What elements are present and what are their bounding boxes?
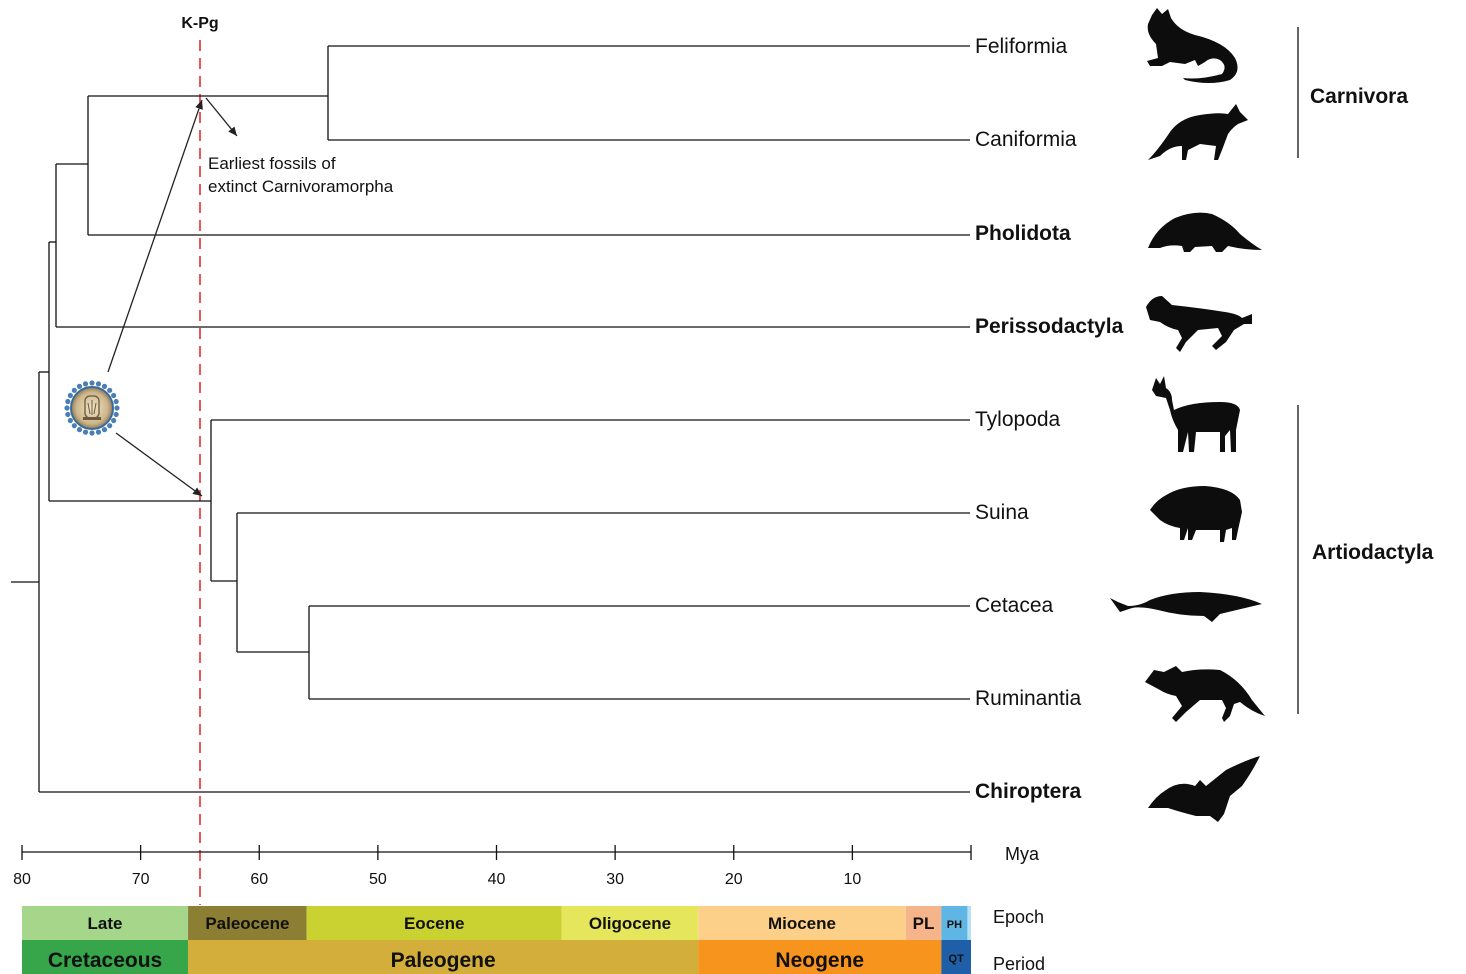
axis-tick-label: 80 bbox=[13, 871, 31, 888]
taxon-label-chiroptera: Chiroptera bbox=[975, 780, 1082, 803]
kpg-label: K-Pg bbox=[181, 15, 218, 32]
epoch-label: PL bbox=[913, 914, 935, 933]
arrow-fossil-pointer bbox=[206, 98, 237, 136]
arrow-virus-to-artiodactyla bbox=[116, 433, 202, 496]
taxon-labels: Feliformia Caniformia Pholidota Perissod… bbox=[975, 35, 1124, 803]
llama-silhouette-icon bbox=[1152, 376, 1240, 452]
fox-silhouette-icon bbox=[1148, 104, 1248, 160]
virus-particle-icon bbox=[64, 380, 119, 435]
taxon-label-feliformia: Feliformia bbox=[975, 35, 1068, 58]
axis-tick-label: 60 bbox=[250, 871, 268, 888]
period-label: Cretaceous bbox=[48, 949, 162, 972]
phylogenetic-tree bbox=[11, 46, 970, 792]
axis-tick-label: 10 bbox=[843, 871, 861, 888]
taxon-label-caniformia: Caniformia bbox=[975, 128, 1077, 151]
epoch-label: Miocene bbox=[768, 914, 836, 933]
epoch-row-label: Epoch bbox=[993, 907, 1044, 927]
arrow-virus-to-carnivora bbox=[108, 100, 202, 372]
group-label-artiodactyla: Artiodactyla bbox=[1312, 541, 1434, 564]
epoch-label: PH bbox=[947, 919, 962, 931]
period-label: Neogene bbox=[775, 949, 864, 972]
taxon-label-pholidota: Pholidota bbox=[975, 222, 1071, 245]
taxon-label-suina: Suina bbox=[975, 501, 1029, 524]
axis-tick-label: 70 bbox=[132, 871, 150, 888]
epoch-band bbox=[967, 906, 971, 940]
whale-silhouette-icon bbox=[1110, 592, 1262, 622]
bat-silhouette-icon bbox=[1148, 756, 1260, 822]
boar-silhouette-icon bbox=[1150, 486, 1242, 542]
period-row: Cretaceous Paleogene Neogene QT bbox=[22, 940, 971, 974]
period-label: QT bbox=[949, 953, 965, 965]
group-label-carnivora: Carnivora bbox=[1310, 85, 1408, 108]
period-label: Paleogene bbox=[391, 949, 496, 972]
period-row-label: Period bbox=[993, 954, 1045, 974]
taxon-label-perissodactyla: Perissodactyla bbox=[975, 315, 1124, 338]
axis-tick-label: 30 bbox=[606, 871, 624, 888]
axis-unit-label: Mya bbox=[1005, 844, 1040, 864]
deer-silhouette-icon bbox=[1145, 666, 1265, 722]
epoch-label: Oligocene bbox=[589, 914, 671, 933]
epoch-row: Late Paleocene Eocene Oligocene Miocene PL PH bbox=[22, 906, 971, 940]
taxon-label-cetacea: Cetacea bbox=[975, 594, 1054, 617]
cat-silhouette-icon bbox=[1147, 8, 1238, 83]
axis-tick-label: 20 bbox=[725, 871, 743, 888]
animal-silhouettes bbox=[1110, 8, 1265, 822]
time-axis: 80 70 60 50 40 30 20 10 Mya bbox=[13, 844, 1040, 888]
taxon-label-ruminantia: Ruminantia bbox=[975, 687, 1082, 710]
epoch-label: Late bbox=[88, 914, 123, 933]
pangolin-silhouette-icon bbox=[1148, 213, 1262, 252]
epoch-label: Paleocene bbox=[205, 914, 289, 933]
epoch-label: Eocene bbox=[404, 914, 464, 933]
horse-silhouette-icon bbox=[1146, 296, 1252, 352]
axis-tick-label: 40 bbox=[488, 871, 506, 888]
fossil-annotation-line2: extinct Carnivoramorpha bbox=[208, 177, 394, 196]
axis-tick-label: 50 bbox=[369, 871, 387, 888]
taxon-label-tylopoda: Tylopoda bbox=[975, 408, 1061, 431]
fossil-annotation-line1: Earliest fossils of bbox=[208, 154, 336, 173]
